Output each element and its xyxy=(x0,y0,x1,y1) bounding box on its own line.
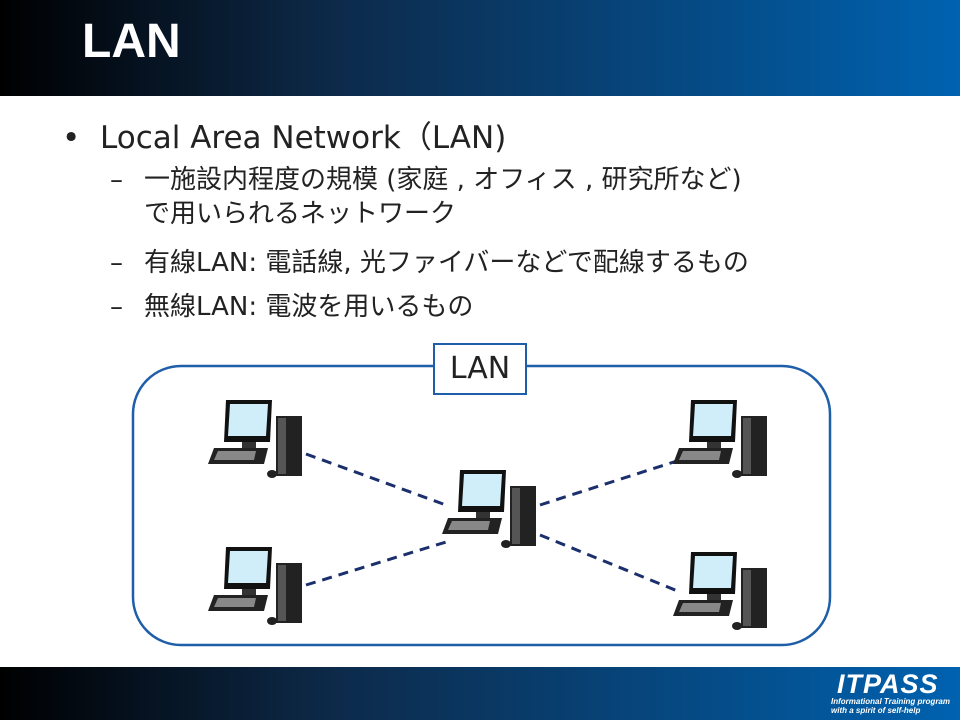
title-bar: LAN xyxy=(0,0,960,96)
sub-bullet-1-line2: で用いられるネットワーク xyxy=(144,199,457,229)
footer-bar: ITPASS Informational Training program wi… xyxy=(0,667,960,720)
itpass-logo: ITPASS Informational Training program wi… xyxy=(831,669,950,716)
sub-bullet-2-text: 有線LAN: 電話線, 光ファイバーなどで配線するもの xyxy=(144,248,749,278)
slide-title: LAN xyxy=(82,15,181,68)
logo-name: ITPASS xyxy=(837,669,939,699)
sub-bullet-1: –一施設内程度の規模 (家庭 , オフィス , 研究所など)で用いられるネットワ… xyxy=(110,165,742,229)
sub-bullet-1-line1: 一施設内程度の規模 (家庭 , オフィス , 研究所など) xyxy=(144,165,742,195)
sub-bullet-2: –有線LAN: 電話線, 光ファイバーなどで配線するもの xyxy=(110,248,749,278)
link-line xyxy=(539,458,681,507)
sub-bullet-3-text: 無線LAN: 電波を用いるもの xyxy=(144,292,474,322)
bullet-main: •Local Area Network（LAN) xyxy=(62,120,507,156)
computer-icon xyxy=(442,470,536,548)
computer-icon xyxy=(673,552,767,630)
link-line xyxy=(539,533,681,594)
computer-icon xyxy=(208,400,302,478)
link-line xyxy=(305,540,447,587)
computer-icon xyxy=(673,400,767,478)
logo-tagline-2: with a spirit of self-help xyxy=(831,706,921,715)
link-line xyxy=(305,452,447,507)
computer-icon xyxy=(208,547,302,625)
sub-bullet-3: –無線LAN: 電波を用いるもの xyxy=(110,292,474,322)
logo-tagline-1: Informational Training program xyxy=(831,697,950,706)
lan-label: LAN xyxy=(433,343,527,395)
bullet-main-text: Local Area Network（LAN) xyxy=(100,120,507,156)
